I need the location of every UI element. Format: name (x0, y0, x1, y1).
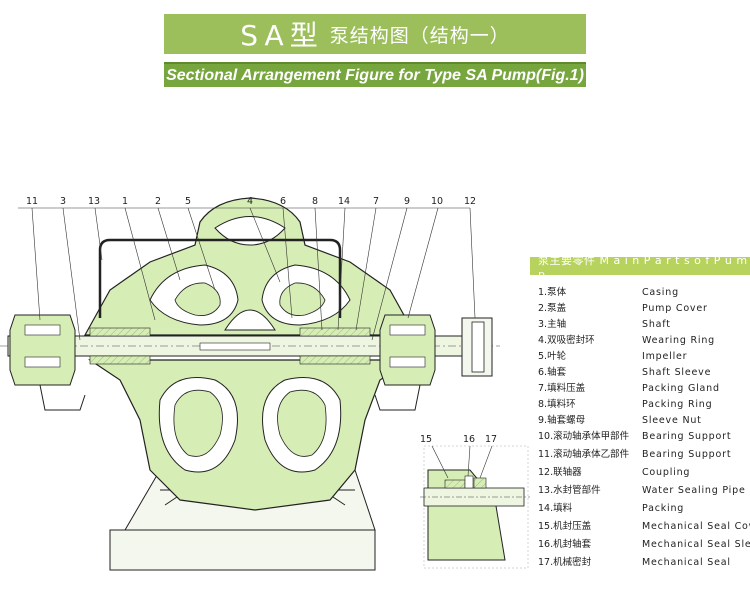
title-en: Sectional Arrangement Figure for Type SA… (164, 62, 586, 87)
callout-3: 3 (60, 196, 66, 207)
callout-12: 12 (464, 196, 476, 207)
part-row: 8.填料环 Packing Ring (538, 397, 750, 413)
part-cn: 7.填料压盖 (538, 383, 586, 394)
part-en: Bearing Support (642, 431, 732, 442)
part-cn: 4.双吸密封环 (538, 335, 595, 346)
callout-8: 8 (312, 196, 318, 207)
title-cn: 泵结构图（结构一） (329, 24, 510, 47)
callout-7: 7 (373, 196, 379, 207)
part-en: Packing Ring (642, 399, 713, 410)
part-en: Wearing Ring (642, 335, 716, 346)
part-row: 12.联轴器 Coupling (538, 465, 750, 481)
part-row: 6.轴套 Shaft Sleeve (538, 365, 750, 381)
part-row: 16.机封轴套 Mechanical Seal Sleeve (538, 537, 750, 553)
callout-16: 16 (463, 434, 475, 445)
callout-2: 2 (155, 196, 161, 207)
callout-10: 10 (431, 196, 443, 207)
callouts-inset: 15 16 17 (420, 434, 497, 445)
part-en: Sleeve Nut (642, 415, 702, 426)
casing-lower (88, 359, 412, 511)
part-en: Coupling (642, 467, 691, 478)
part-row: 10.滚动轴承体甲部件 Bearing Support (538, 429, 750, 445)
parts-header: 泵主要零件 M a i n P a r t s o f P u m p (530, 254, 750, 281)
part-row: 9.轴套螺母 Sleeve Nut (538, 413, 750, 429)
bearing-support-right (374, 314, 436, 411)
shaft (0, 335, 500, 357)
part-row: 5.叶轮 Impeller (538, 349, 750, 365)
part-en: Mechanical Seal Sleeve (642, 539, 750, 550)
part-row: 3.主轴 Shaft (538, 317, 750, 333)
part-row: 7.填料压盖 Packing Gland (538, 381, 750, 397)
callout-6: 6 (280, 196, 286, 207)
part-cn: 14.填料 (538, 503, 573, 514)
callout-17: 17 (485, 434, 497, 445)
part-cn: 6.轴套 (538, 367, 567, 378)
part-cn: 12.联轴器 (538, 467, 582, 478)
part-row: 4.双吸密封环 Wearing Ring (538, 333, 750, 349)
part-row: 13.水封管部件 Water Sealing Pipe (538, 483, 750, 499)
packing-right (299, 327, 371, 337)
callout-15: 15 (420, 434, 432, 445)
callout-9: 9 (404, 196, 410, 207)
part-cn: 2.泵盖 (538, 303, 567, 314)
part-en: Mechanical Seal Cover (642, 521, 750, 532)
seal-inset (420, 445, 530, 569)
part-en: Packing Gland (642, 383, 720, 394)
part-cn: 16.机封轴套 (538, 539, 592, 550)
part-cn: 13.水封管部件 (538, 485, 601, 496)
part-cn: 11.滚动轴承体乙部件 (538, 449, 630, 460)
part-cn: 17.机械密封 (538, 557, 592, 568)
packing-left-lower (89, 355, 151, 365)
part-cn: 9.轴套螺母 (538, 415, 586, 426)
part-en: Mechanical Seal (642, 557, 731, 568)
part-en: Impeller (642, 351, 688, 362)
callout-11: 11 (26, 196, 38, 207)
packing-left (89, 327, 151, 337)
callouts-main: 11 3 13 1 2 5 4 6 8 14 7 9 10 12 (26, 196, 476, 207)
part-en: Water Sealing Pipe (642, 485, 746, 496)
part-cn: 3.主轴 (538, 319, 567, 330)
callout-5: 5 (185, 196, 191, 207)
part-cn: 15.机封压盖 (538, 521, 592, 532)
packing-right-lower (299, 355, 371, 365)
part-row: 2.泵盖 Pump Cover (538, 301, 750, 317)
callout-1: 1 (122, 196, 128, 207)
part-row: 11.滚动轴承体乙部件 Bearing Support (538, 447, 750, 463)
part-row: 15.机封压盖 Mechanical Seal Cover (538, 519, 750, 535)
part-cn: 8.填料环 (538, 399, 576, 410)
part-en: Shaft Sleeve (642, 367, 712, 378)
callout-4: 4 (247, 196, 253, 207)
part-cn: 10.滚动轴承体甲部件 (538, 431, 630, 442)
coupling (461, 317, 493, 377)
part-cn: 5.叶轮 (538, 351, 567, 362)
part-en: Bearing Support (642, 449, 732, 460)
part-en: Casing (642, 287, 679, 298)
callout-leaders (18, 207, 476, 341)
title-model: SA型 (240, 19, 324, 52)
casing-upper (83, 197, 417, 336)
part-en: Packing (642, 503, 685, 514)
title-banner: SA型 泵结构图（结构一） (164, 14, 586, 54)
callout-13: 13 (88, 196, 100, 207)
part-row: 1.泵体 Casing (538, 285, 750, 301)
callout-14: 14 (338, 196, 350, 207)
part-row: 14.填料 Packing (538, 501, 750, 517)
part-en: Pump Cover (642, 303, 708, 314)
water-sealing-pipe (98, 238, 342, 318)
part-row: 17.机械密封 Mechanical Seal (538, 555, 750, 571)
bearing-support-left (9, 314, 86, 411)
part-cn: 1.泵体 (538, 287, 567, 298)
part-en: Shaft (642, 319, 671, 330)
